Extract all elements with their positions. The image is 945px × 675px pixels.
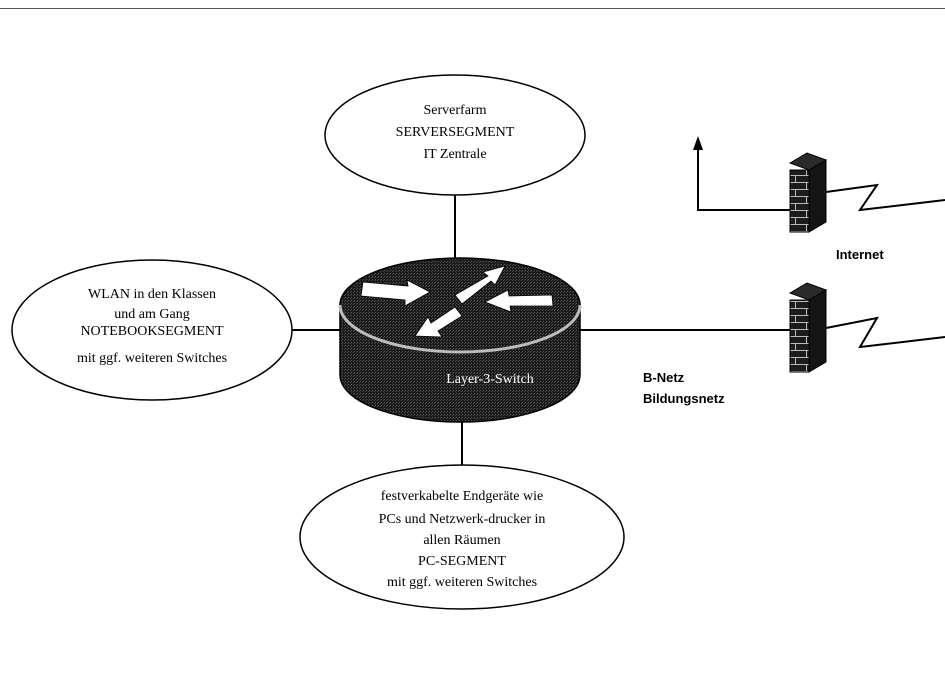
switch-label: Layer-3-Switch xyxy=(446,372,534,387)
arrow-down-left-icon xyxy=(414,306,463,338)
pc-segment: festverkabelte Endgeräte wie PCs und Net… xyxy=(299,464,625,610)
bnetz-wan-zigzag xyxy=(825,316,945,349)
pc-line-5: mit ggf. weiteren Switches xyxy=(387,575,537,590)
internet-label: Internet xyxy=(836,247,884,262)
arrow-left-icon xyxy=(484,289,554,313)
server-line-3: IT Zentrale xyxy=(423,147,486,162)
switch-rim xyxy=(338,304,582,354)
server-line-2: SERVERSEGMENT xyxy=(396,125,515,140)
bildungsnetz-label: Bildungsnetz xyxy=(643,391,725,406)
pc-line-4: PC-SEGMENT xyxy=(418,554,506,569)
top-border xyxy=(0,8,945,9)
connection-lines xyxy=(290,148,790,465)
pc-line-1: festverkabelte Endgeräte wie xyxy=(381,489,543,504)
pc-line-3: allen Räumen xyxy=(423,533,500,548)
notebook-segment: WLAN in den Klassen und am Gang NOTEBOOK… xyxy=(11,259,293,401)
notebook-line-4: mit ggf. weiteren Switches xyxy=(77,351,227,366)
notebook-line-2: und am Gang xyxy=(114,307,189,322)
layer3-switch: Layer-3-Switch xyxy=(338,257,582,423)
internet-link xyxy=(697,148,790,211)
wall-face xyxy=(789,169,810,233)
arrow-up-right-icon xyxy=(454,265,506,305)
bnetz-label: B-Netz xyxy=(643,370,685,385)
switch-arrows xyxy=(360,265,554,338)
wall-face xyxy=(789,299,810,373)
notebook-line-3: NOTEBOOKSEGMENT xyxy=(80,324,224,339)
arrow-right-icon xyxy=(360,279,431,307)
firewall-bnetz xyxy=(788,282,828,373)
server-segment: Serverfarm SERVERSEGMENT IT Zentrale xyxy=(324,74,586,196)
firewall-internet xyxy=(788,152,828,233)
pc-line-2: PCs und Netzwerk-drucker in xyxy=(379,512,546,527)
notebook-line-1: WLAN in den Klassen xyxy=(88,287,216,302)
server-line-1: Serverfarm xyxy=(424,103,487,118)
internet-wan-zigzag xyxy=(825,183,945,212)
up-arrow-icon xyxy=(693,136,703,150)
